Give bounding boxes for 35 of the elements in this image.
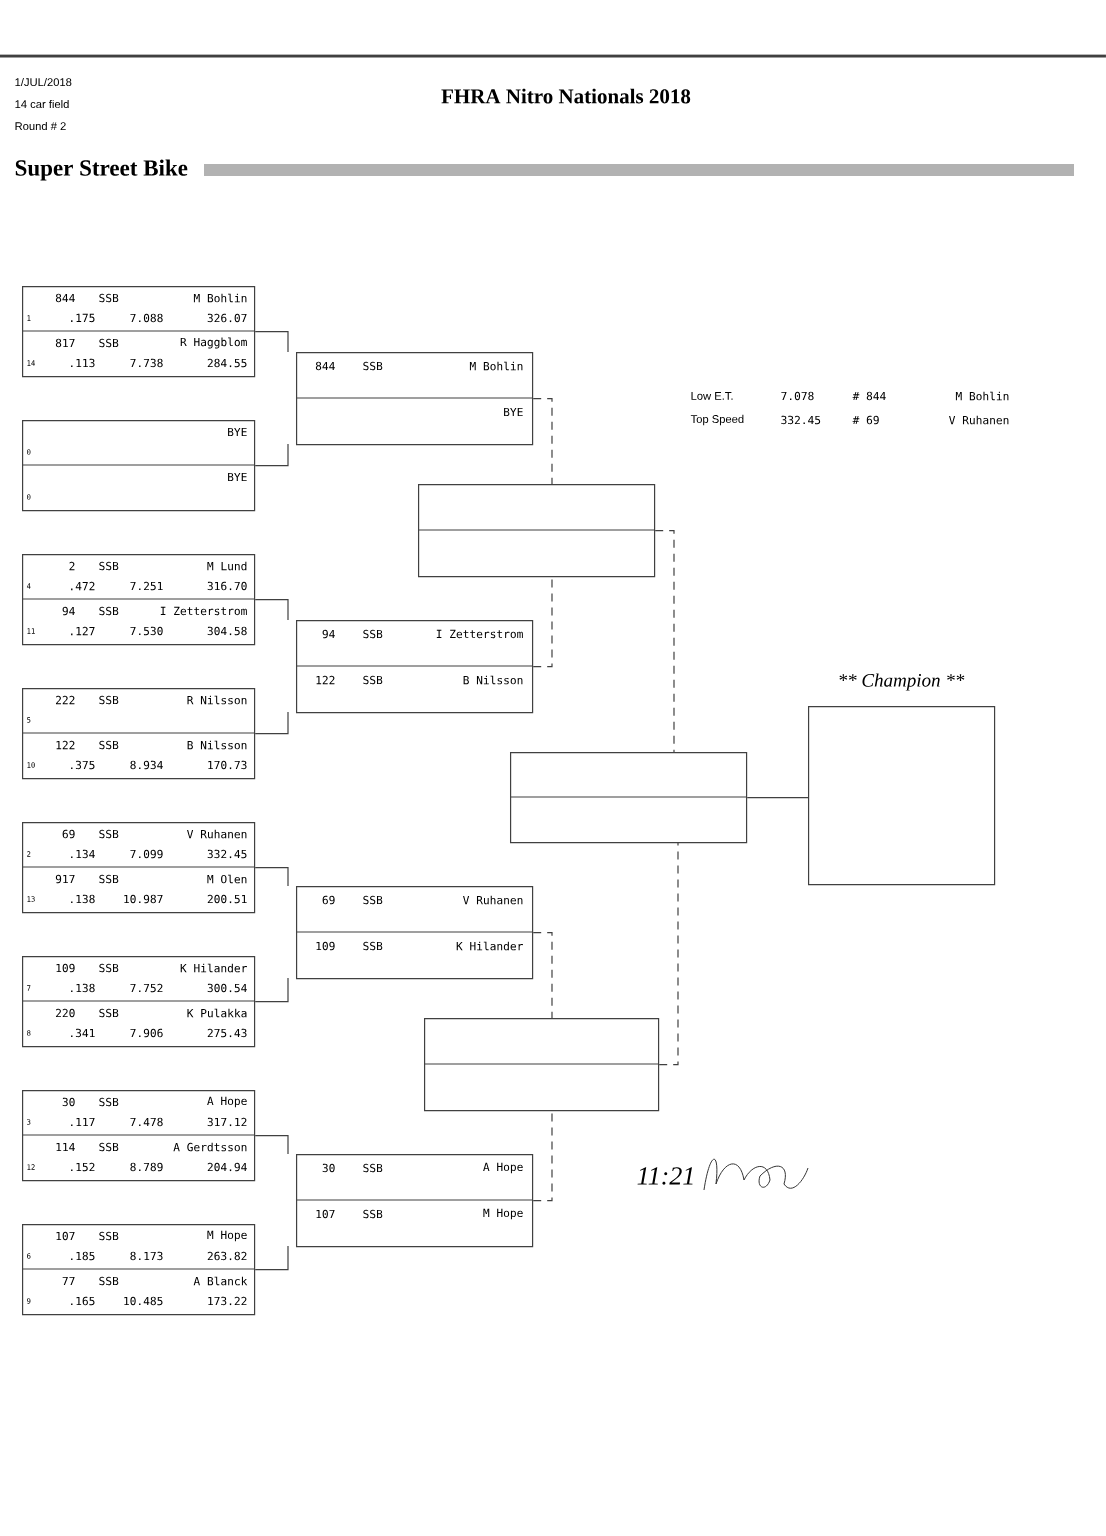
heat-box xyxy=(295,886,534,980)
bracket-line xyxy=(746,797,809,799)
class-heading: Super Street Bike xyxy=(15,159,188,181)
heat-box xyxy=(295,620,534,714)
heat-box xyxy=(21,1090,256,1182)
champion-box xyxy=(808,673,996,886)
bracket-line xyxy=(532,932,553,1019)
box-heading: ** Champion ** xyxy=(839,673,965,691)
bracket-line xyxy=(532,398,553,485)
bracket-line xyxy=(532,575,553,668)
heat-box xyxy=(21,286,256,378)
bracket-line xyxy=(254,977,289,1003)
bracket-line xyxy=(254,1245,289,1271)
bracket-line xyxy=(658,841,679,1066)
heat-box xyxy=(21,1224,256,1316)
handwritten-time: 11:21 xyxy=(637,1167,693,1185)
heat-box xyxy=(21,956,256,1048)
heat-box xyxy=(509,752,748,844)
heat-box xyxy=(21,822,256,914)
bracket-line xyxy=(254,443,289,467)
bracket-line xyxy=(254,711,289,735)
bracket-line xyxy=(654,530,675,753)
heat-box xyxy=(295,1154,534,1248)
bracket-line xyxy=(254,599,289,621)
bracket-line xyxy=(254,331,289,353)
bracket-line xyxy=(532,1109,553,1202)
heat-box xyxy=(21,554,256,646)
heat-box xyxy=(21,420,256,512)
heat-box xyxy=(417,484,656,578)
page-title: FHRA Nitro Nationals 2018 xyxy=(441,88,691,104)
bracket-line xyxy=(254,867,289,887)
heat-box xyxy=(423,1018,660,1112)
heat-box xyxy=(21,688,256,780)
bracket-line xyxy=(254,1135,289,1155)
heat-box xyxy=(295,352,534,446)
